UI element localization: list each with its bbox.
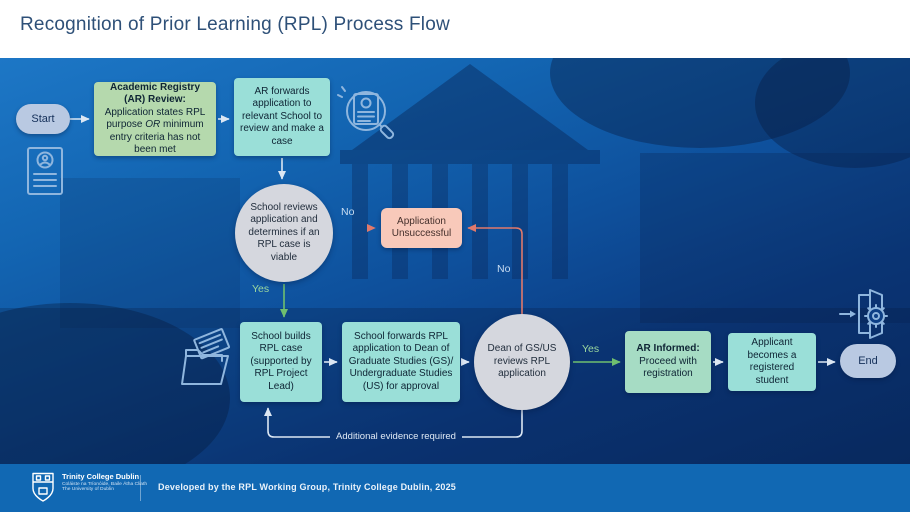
no-label-school: No xyxy=(341,206,355,218)
ar-informed-text: AR Informed: Proceed with registration xyxy=(636,343,700,380)
logo-irish: Coláiste na Tríonóide, Baile Átha Cliath xyxy=(62,481,148,487)
open-folder-documents-icon xyxy=(181,328,231,385)
exit-door-gear-icon xyxy=(839,289,888,339)
trinity-shield-icon xyxy=(32,472,54,502)
footer-divider xyxy=(140,475,141,501)
application-unsuccessful-text: Application Unsuccessful xyxy=(391,215,452,240)
no-label-dean: No xyxy=(497,263,511,275)
footer-bar: Trinity College Dublin Coláiste na Tríon… xyxy=(0,464,910,512)
school-forwards-node: School forwards RPL application to Dean … xyxy=(342,322,460,402)
header-bar: Recognition of Prior Learning (RPL) Proc… xyxy=(0,0,910,58)
school-reviews-text: School reviews application and determine… xyxy=(248,201,320,263)
footer-credit: Developed by the RPL Working Group, Trin… xyxy=(158,482,457,492)
dean-reviews-text: Dean of GS/US reviews RPL application xyxy=(487,343,557,380)
page-title: Recognition of Prior Learning (RPL) Proc… xyxy=(20,14,450,35)
footer-logo-text: Trinity College Dublin Coláiste na Tríon… xyxy=(62,472,148,493)
start-label: Start xyxy=(31,113,55,125)
ar-review-node: Academic Registry (AR) Review: Applicati… xyxy=(94,82,216,156)
start-node: Start xyxy=(16,104,70,134)
ar-forwards-node: AR forwards application to relevant Scho… xyxy=(234,78,330,156)
ar-review-text: Academic Registry (AR) Review: Applicati… xyxy=(104,81,206,156)
logo-sub: The University of Dublin xyxy=(62,487,114,493)
registered-student-text: Applicant becomes a registered student xyxy=(747,337,797,386)
end-label: End xyxy=(858,355,878,367)
school-builds-node: School builds RPL case (supported by RPL… xyxy=(240,322,322,402)
ar-informed-node: AR Informed: Proceed with registration xyxy=(625,331,711,393)
yes-label-dean: Yes xyxy=(582,343,600,355)
dean-reviews-node: Dean of GS/US reviews RPL application xyxy=(474,314,570,410)
flowchart-stage: Start Academic Registry (AR) Review: App… xyxy=(0,58,910,464)
ar-forwards-text: AR forwards application to relevant Scho… xyxy=(240,85,324,147)
application-document-icon xyxy=(27,147,63,195)
additional-evidence-label: Additional evidence required xyxy=(336,431,456,442)
registered-student-node: Applicant becomes a registered student xyxy=(728,333,816,391)
school-forwards-text: School forwards RPL application to Dean … xyxy=(348,330,454,392)
yes-label-school: Yes xyxy=(252,283,270,295)
flow-arrows xyxy=(70,115,836,438)
school-reviews-node: School reviews application and determine… xyxy=(235,184,333,282)
school-builds-text: School builds RPL case (supported by RPL… xyxy=(250,330,312,392)
application-unsuccessful-node: Application Unsuccessful xyxy=(381,208,462,248)
logo-name: Trinity College Dublin xyxy=(62,472,140,481)
end-node: End xyxy=(840,344,896,378)
document-review-magnifier-icon xyxy=(337,86,395,140)
